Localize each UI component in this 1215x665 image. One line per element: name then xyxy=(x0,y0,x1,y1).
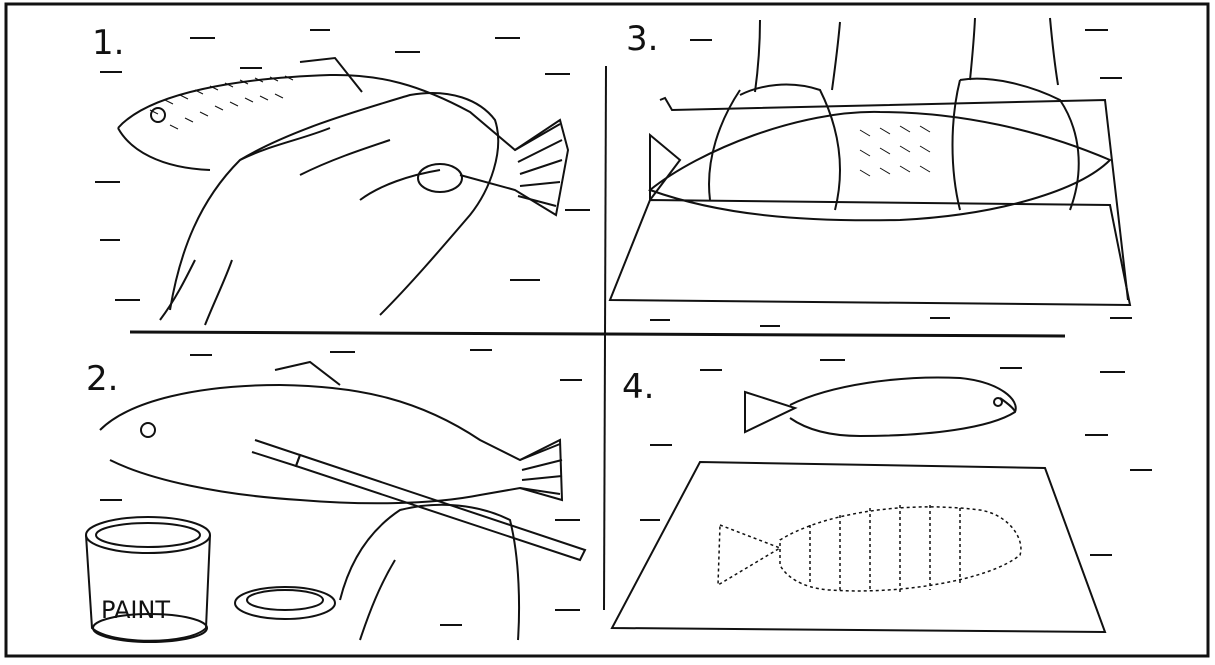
paint-can-label: PAINT xyxy=(101,596,170,624)
paper-3 xyxy=(610,200,1130,305)
background-dashes xyxy=(95,30,1152,625)
fish-body-2 xyxy=(100,385,562,503)
vertical-divider xyxy=(604,66,606,610)
paper-4 xyxy=(612,462,1105,632)
panel-number-3: 3. xyxy=(626,22,658,56)
fish-print-4 xyxy=(718,505,1021,592)
panel-number-1: 1. xyxy=(92,26,124,60)
paint-brush xyxy=(296,455,585,560)
tail-3 xyxy=(650,135,680,200)
panel-1-illustration xyxy=(118,58,568,325)
fish-eye-1 xyxy=(151,108,165,122)
panel-3-illustration xyxy=(610,18,1130,305)
hand-3-left xyxy=(709,85,840,210)
tail-4 xyxy=(745,392,795,432)
hand-1 xyxy=(170,93,498,315)
panel-4-illustration xyxy=(612,377,1105,632)
horizontal-divider xyxy=(130,332,1065,336)
panel-number-4: 4. xyxy=(622,370,654,404)
fish-body-1 xyxy=(118,75,568,215)
panel-number-2: 2. xyxy=(86,362,118,396)
dorsal-fin-2 xyxy=(275,362,340,385)
fish-eye-2 xyxy=(141,423,155,437)
fish-body-4 xyxy=(790,377,1016,436)
